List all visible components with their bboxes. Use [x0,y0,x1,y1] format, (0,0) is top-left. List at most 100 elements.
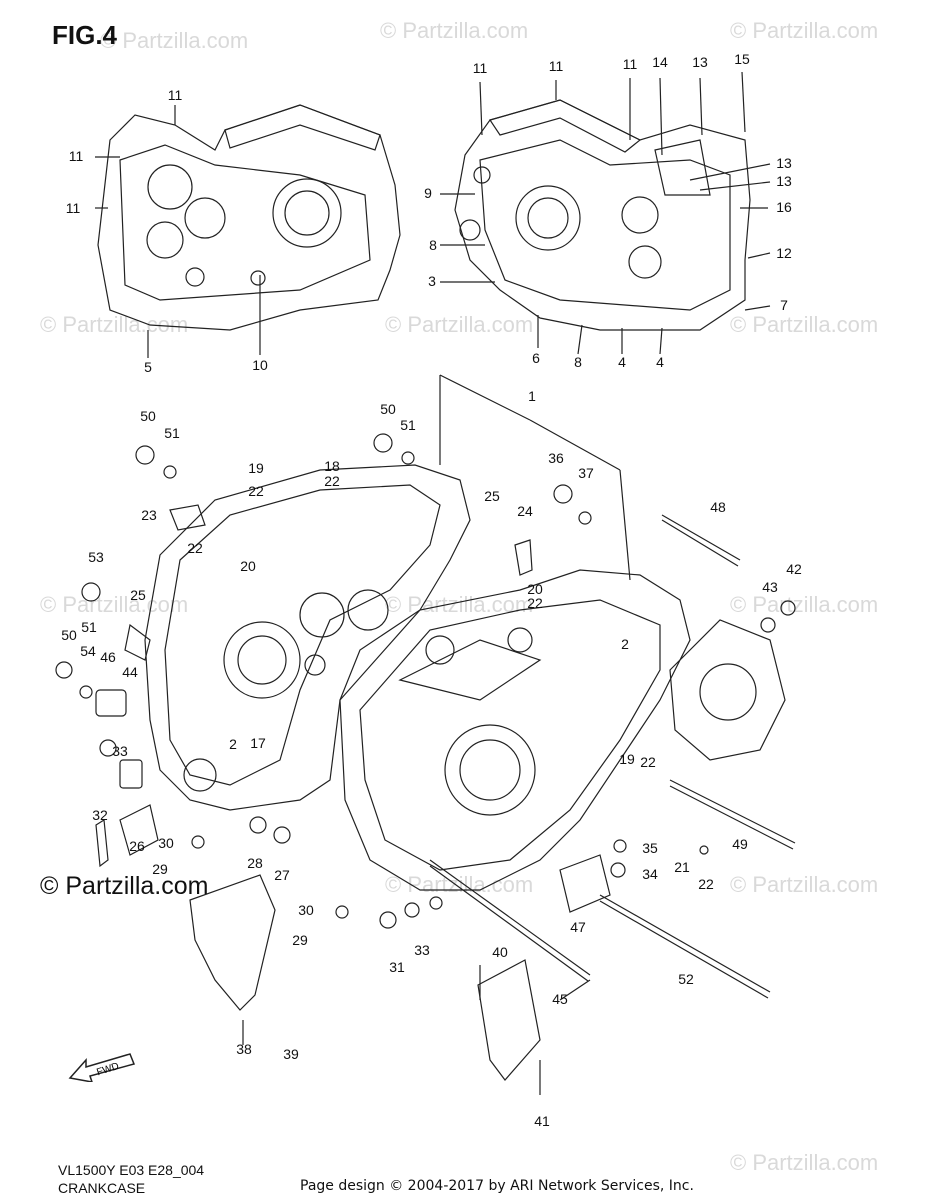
part-callout-11: 11 [69,148,84,164]
part-callout-18: 18 [324,458,340,474]
part-callout-11: 11 [168,87,183,103]
part-callout-12: 12 [776,245,792,261]
part-callout-3: 3 [428,273,436,289]
copyright-notice: © Partzilla.com [40,872,209,900]
part-callout-25: 25 [130,587,146,603]
forward-arrow-icon: FWD [68,1053,136,1082]
part-callout-31: 31 [389,959,405,975]
part-callout-34: 34 [642,866,658,882]
part-callout-28: 28 [247,855,263,871]
watermark: © Partzilla.com [730,1150,879,1175]
part-callout-39: 39 [283,1046,299,1062]
part-callout-51: 51 [400,417,416,433]
part-callout-13: 13 [776,155,792,171]
main-case-right [339,569,691,891]
part-callout-42: 42 [786,561,802,577]
part-callout-47: 47 [570,919,586,935]
part-callout-20: 20 [240,558,256,574]
left-case-outline [97,104,401,331]
side-cover [669,619,786,761]
part-callout-54: 54 [80,643,96,659]
guard-plate-40 [477,959,541,1081]
part-callout-16: 16 [776,199,792,215]
figure-title: FIG.4 [52,20,118,50]
watermark: © Partzilla.com [385,312,534,337]
part-callout-8: 8 [574,354,582,370]
part-callout-4: 4 [656,354,664,370]
part-callout-9: 9 [424,185,432,201]
part-callout-19: 19 [248,460,264,476]
part-callout-11: 11 [623,56,638,72]
part-callout-17: 17 [250,735,266,751]
part-callout-45: 45 [552,991,568,1007]
part-callout-20: 20 [527,581,543,597]
part-callout-52: 52 [678,971,694,987]
part-callout-36: 36 [548,450,564,466]
part-callout-53: 53 [88,549,104,565]
part-callout-50: 50 [380,401,396,417]
part-callout-11: 11 [473,60,488,76]
watermark: © Partzilla.com [100,28,249,53]
model-code: VL1500Y E03 E28_004 [58,1162,205,1178]
part-callout-13: 13 [692,54,708,70]
part-callout-11: 11 [66,200,81,216]
part-callout-40: 40 [492,944,508,960]
part-callout-4: 4 [618,354,626,370]
part-callout-25: 25 [484,488,500,504]
part-callout-7: 7 [780,297,788,313]
part-callout-10: 10 [252,357,268,373]
watermark: © Partzilla.com [40,312,189,337]
part-callout-33: 33 [112,743,128,759]
part-callout-21: 21 [674,859,690,875]
part-callout-48: 48 [710,499,726,515]
part-callout-30: 30 [158,835,174,851]
part-callout-49: 49 [732,836,748,852]
part-callout-33: 33 [414,942,430,958]
part-callout-8: 8 [429,237,437,253]
part-callout-43: 43 [762,579,778,595]
part-callout-2: 2 [229,736,237,752]
watermark: © Partzilla.com [40,592,189,617]
main-case-left [144,464,471,811]
part-callout-11: 11 [549,58,564,74]
part-callout-46: 46 [100,649,116,665]
part-callout-41: 41 [534,1113,550,1129]
part-callout-27: 27 [274,867,290,883]
watermark: © Partzilla.com [730,18,879,43]
watermark: © Partzilla.com [730,872,879,897]
part-callout-22: 22 [698,876,714,892]
part-callout-29: 29 [152,861,168,877]
part-callout-51: 51 [164,425,180,441]
part-callout-22: 22 [187,540,203,556]
part-callout-32: 32 [92,807,108,823]
part-callout-22: 22 [527,595,543,611]
watermark: © Partzilla.com [730,312,879,337]
part-callout-50: 50 [140,408,156,424]
part-callout-13: 13 [776,173,792,189]
part-callout-15: 15 [734,51,750,67]
part-callout-38: 38 [236,1041,252,1057]
watermark: © Partzilla.com [380,18,529,43]
part-callout-19: 19 [619,751,635,767]
watermark: © Partzilla.com [730,592,879,617]
part-callout-22: 22 [640,754,656,770]
page-footer: Page design © 2004-2017 by ARI Network S… [300,1178,694,1194]
part-callout-30: 30 [298,902,314,918]
part-callout-6: 6 [532,350,540,366]
part-callout-22: 22 [324,473,340,489]
part-callout-22: 22 [248,483,264,499]
part-callout-24: 24 [517,503,533,519]
part-callout-1: 1 [528,388,536,404]
part-callout-51: 51 [81,619,97,635]
guard-plate-38 [189,874,276,1011]
part-callout-29: 29 [292,932,308,948]
part-callout-44: 44 [122,664,138,680]
diagram-caption: CRANKCASE [58,1180,146,1196]
part-callout-23: 23 [141,507,157,523]
part-callout-26: 26 [129,838,145,854]
part-callout-5: 5 [144,359,152,375]
part-callout-50: 50 [61,627,77,643]
